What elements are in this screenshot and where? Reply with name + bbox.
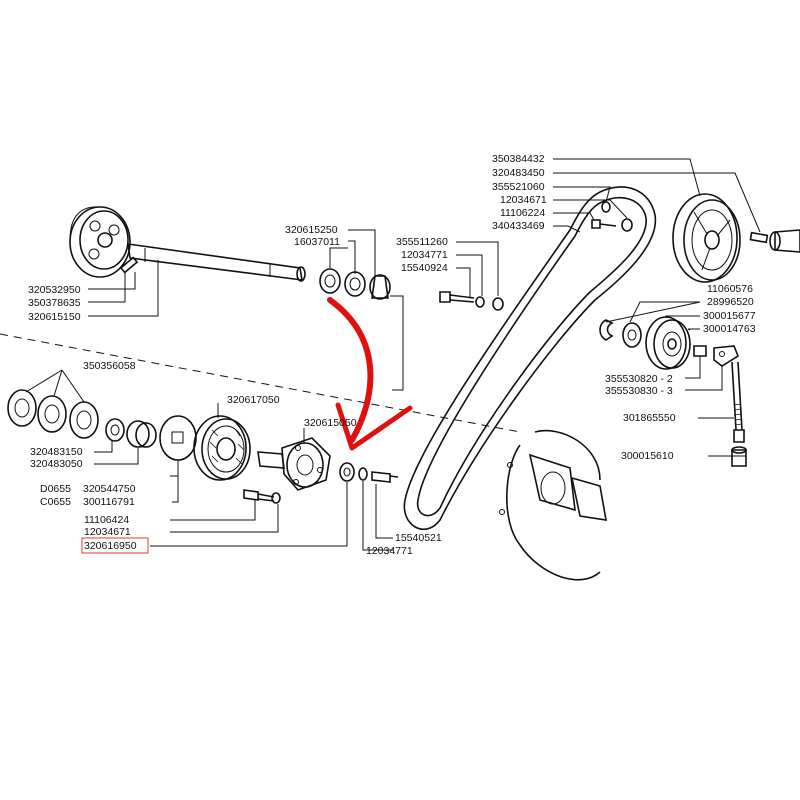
grooved-pulley [193,415,251,481]
large-disc [499,429,607,581]
right-pulley [672,193,741,283]
label-28996520: 28996520 [707,296,754,308]
label-320615050: 320615050 [304,417,357,429]
label-355521060: 355521060 [492,181,545,193]
label-350378635: 350378635 [28,297,81,309]
square-hole-disc [159,415,197,461]
label-350356058: 350356058 [83,360,136,372]
label-340433469: 340433469 [492,220,545,232]
label-320483450: 320483450 [492,167,545,179]
label-12034771-middle: 12034771 [401,249,448,261]
idler-assembly [599,316,739,370]
hub-fasteners [339,462,399,483]
lower-bearing [105,418,157,448]
left-pulley [69,206,131,278]
label-12034771-lower: 12034771 [366,545,413,557]
label-300116791: 300116791 [83,496,135,508]
label-320615250: 320615250 [285,224,338,236]
label-355511260: 355511260 [396,236,448,248]
label-320532950: 320532950 [28,284,81,296]
label-320483150: 320483150 [30,446,83,458]
axis-line [0,333,521,433]
label-320544750: 320544750 [83,483,136,495]
lower-bolt [243,489,281,504]
upper-bearing-set [319,268,391,300]
label-320615150: 320615150 [28,311,81,323]
label-15540521: 15540521 [395,532,442,544]
label-11106424: 11106424 [84,514,129,526]
main-shaft [127,243,306,282]
label-D0655: D0655 [40,483,71,495]
highlight-box [81,537,149,554]
label-300015610: 300015610 [621,450,674,462]
label-301865550: 301865550 [623,412,676,424]
long-bolt [731,361,745,443]
label-11060576: 11060576 [707,283,753,295]
v-belt [403,186,657,531]
label-320617050: 320617050 [227,394,280,406]
label-350384432: 350384432 [492,153,545,165]
label-12034671-lower: 12034671 [84,526,131,538]
leader-lines [25,158,761,551]
label-16037011: 16037011 [294,236,340,248]
label-320616950: 320616950 [84,540,137,552]
label-12034671-upper: 12034671 [500,194,547,206]
middle-bolt-set [439,291,504,311]
cap-nut [731,446,747,467]
label-355530830: 355530830 - 3 [605,385,673,397]
label-355530820: 355530820 - 2 [605,373,673,385]
right-shaft-end [749,229,800,253]
label-11106224: 11106224 [500,207,545,219]
label-320483050: 320483050 [30,458,83,470]
flange-hub [257,437,331,491]
shaft-key [119,256,139,274]
washer-set [7,389,99,439]
label-300014763: 300014763 [703,323,756,335]
label-300015677: 300015677 [703,310,756,322]
highlight-arrows [327,297,413,451]
label-C0655: C0655 [40,496,71,508]
label-15540924: 15540924 [401,262,448,274]
